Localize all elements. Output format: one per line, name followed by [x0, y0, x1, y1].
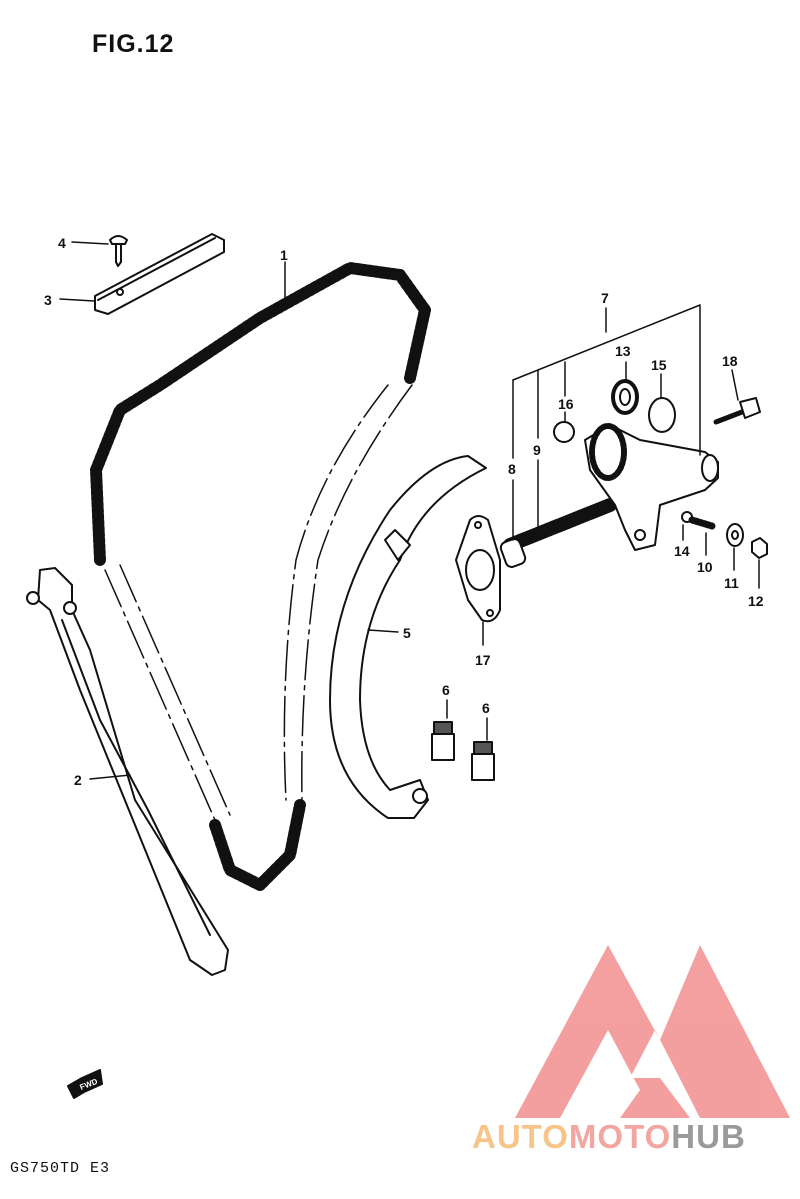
callout-1: 1 [280, 247, 288, 263]
callout-13: 13 [615, 343, 631, 359]
callout-2: 2 [74, 772, 82, 788]
callout-11: 11 [724, 575, 739, 591]
front-chain-guide [26, 567, 229, 976]
o-ring [648, 397, 676, 433]
callout-5: 5 [403, 625, 411, 641]
callout-10: 10 [697, 559, 713, 575]
oil-seal [611, 379, 639, 415]
tensioner-nut [553, 421, 575, 443]
chain-damper-left [431, 721, 455, 761]
brand-part-moto: MOTO [568, 1118, 672, 1155]
tensioner-gasket [455, 515, 501, 623]
model-code: GS750TD E3 [10, 1160, 111, 1177]
washer [726, 523, 744, 547]
callout-16: 16 [558, 396, 574, 412]
callout-18: 18 [722, 353, 738, 369]
callout-9: 9 [533, 442, 541, 458]
callout-8: 8 [508, 461, 516, 477]
callout-7: 7 [601, 290, 609, 306]
brand-watermark: AUTOMOTOHUB [472, 1118, 746, 1156]
leader-lines [59, 241, 760, 780]
stopper-screw [688, 516, 716, 530]
brand-part-hub: HUB [671, 1118, 746, 1155]
callout-17: 17 [475, 652, 491, 668]
callout-12: 12 [748, 593, 764, 609]
fwd-arrow-icon [67, 1069, 103, 1099]
brand-part-auto: AUTO [472, 1118, 569, 1155]
guide-screw [109, 235, 128, 267]
figure-title: FIG.12 [92, 30, 175, 58]
callout-6a: 6 [442, 682, 450, 698]
chain-damper-right [471, 741, 495, 781]
tensioner-assembly [499, 423, 719, 568]
upper-chain-guide [94, 233, 225, 315]
callout-6b: 6 [482, 700, 490, 716]
cam-chain [90, 262, 431, 891]
automotohub-logo-icon [515, 945, 790, 1118]
callout-4: 4 [58, 235, 66, 251]
tensioner-blade [329, 455, 487, 819]
tensioner-bolt [713, 397, 761, 425]
callout-15: 15 [651, 357, 667, 373]
lock-nut [751, 537, 768, 559]
callout-14: 14 [674, 543, 690, 559]
callout-3: 3 [44, 292, 52, 308]
